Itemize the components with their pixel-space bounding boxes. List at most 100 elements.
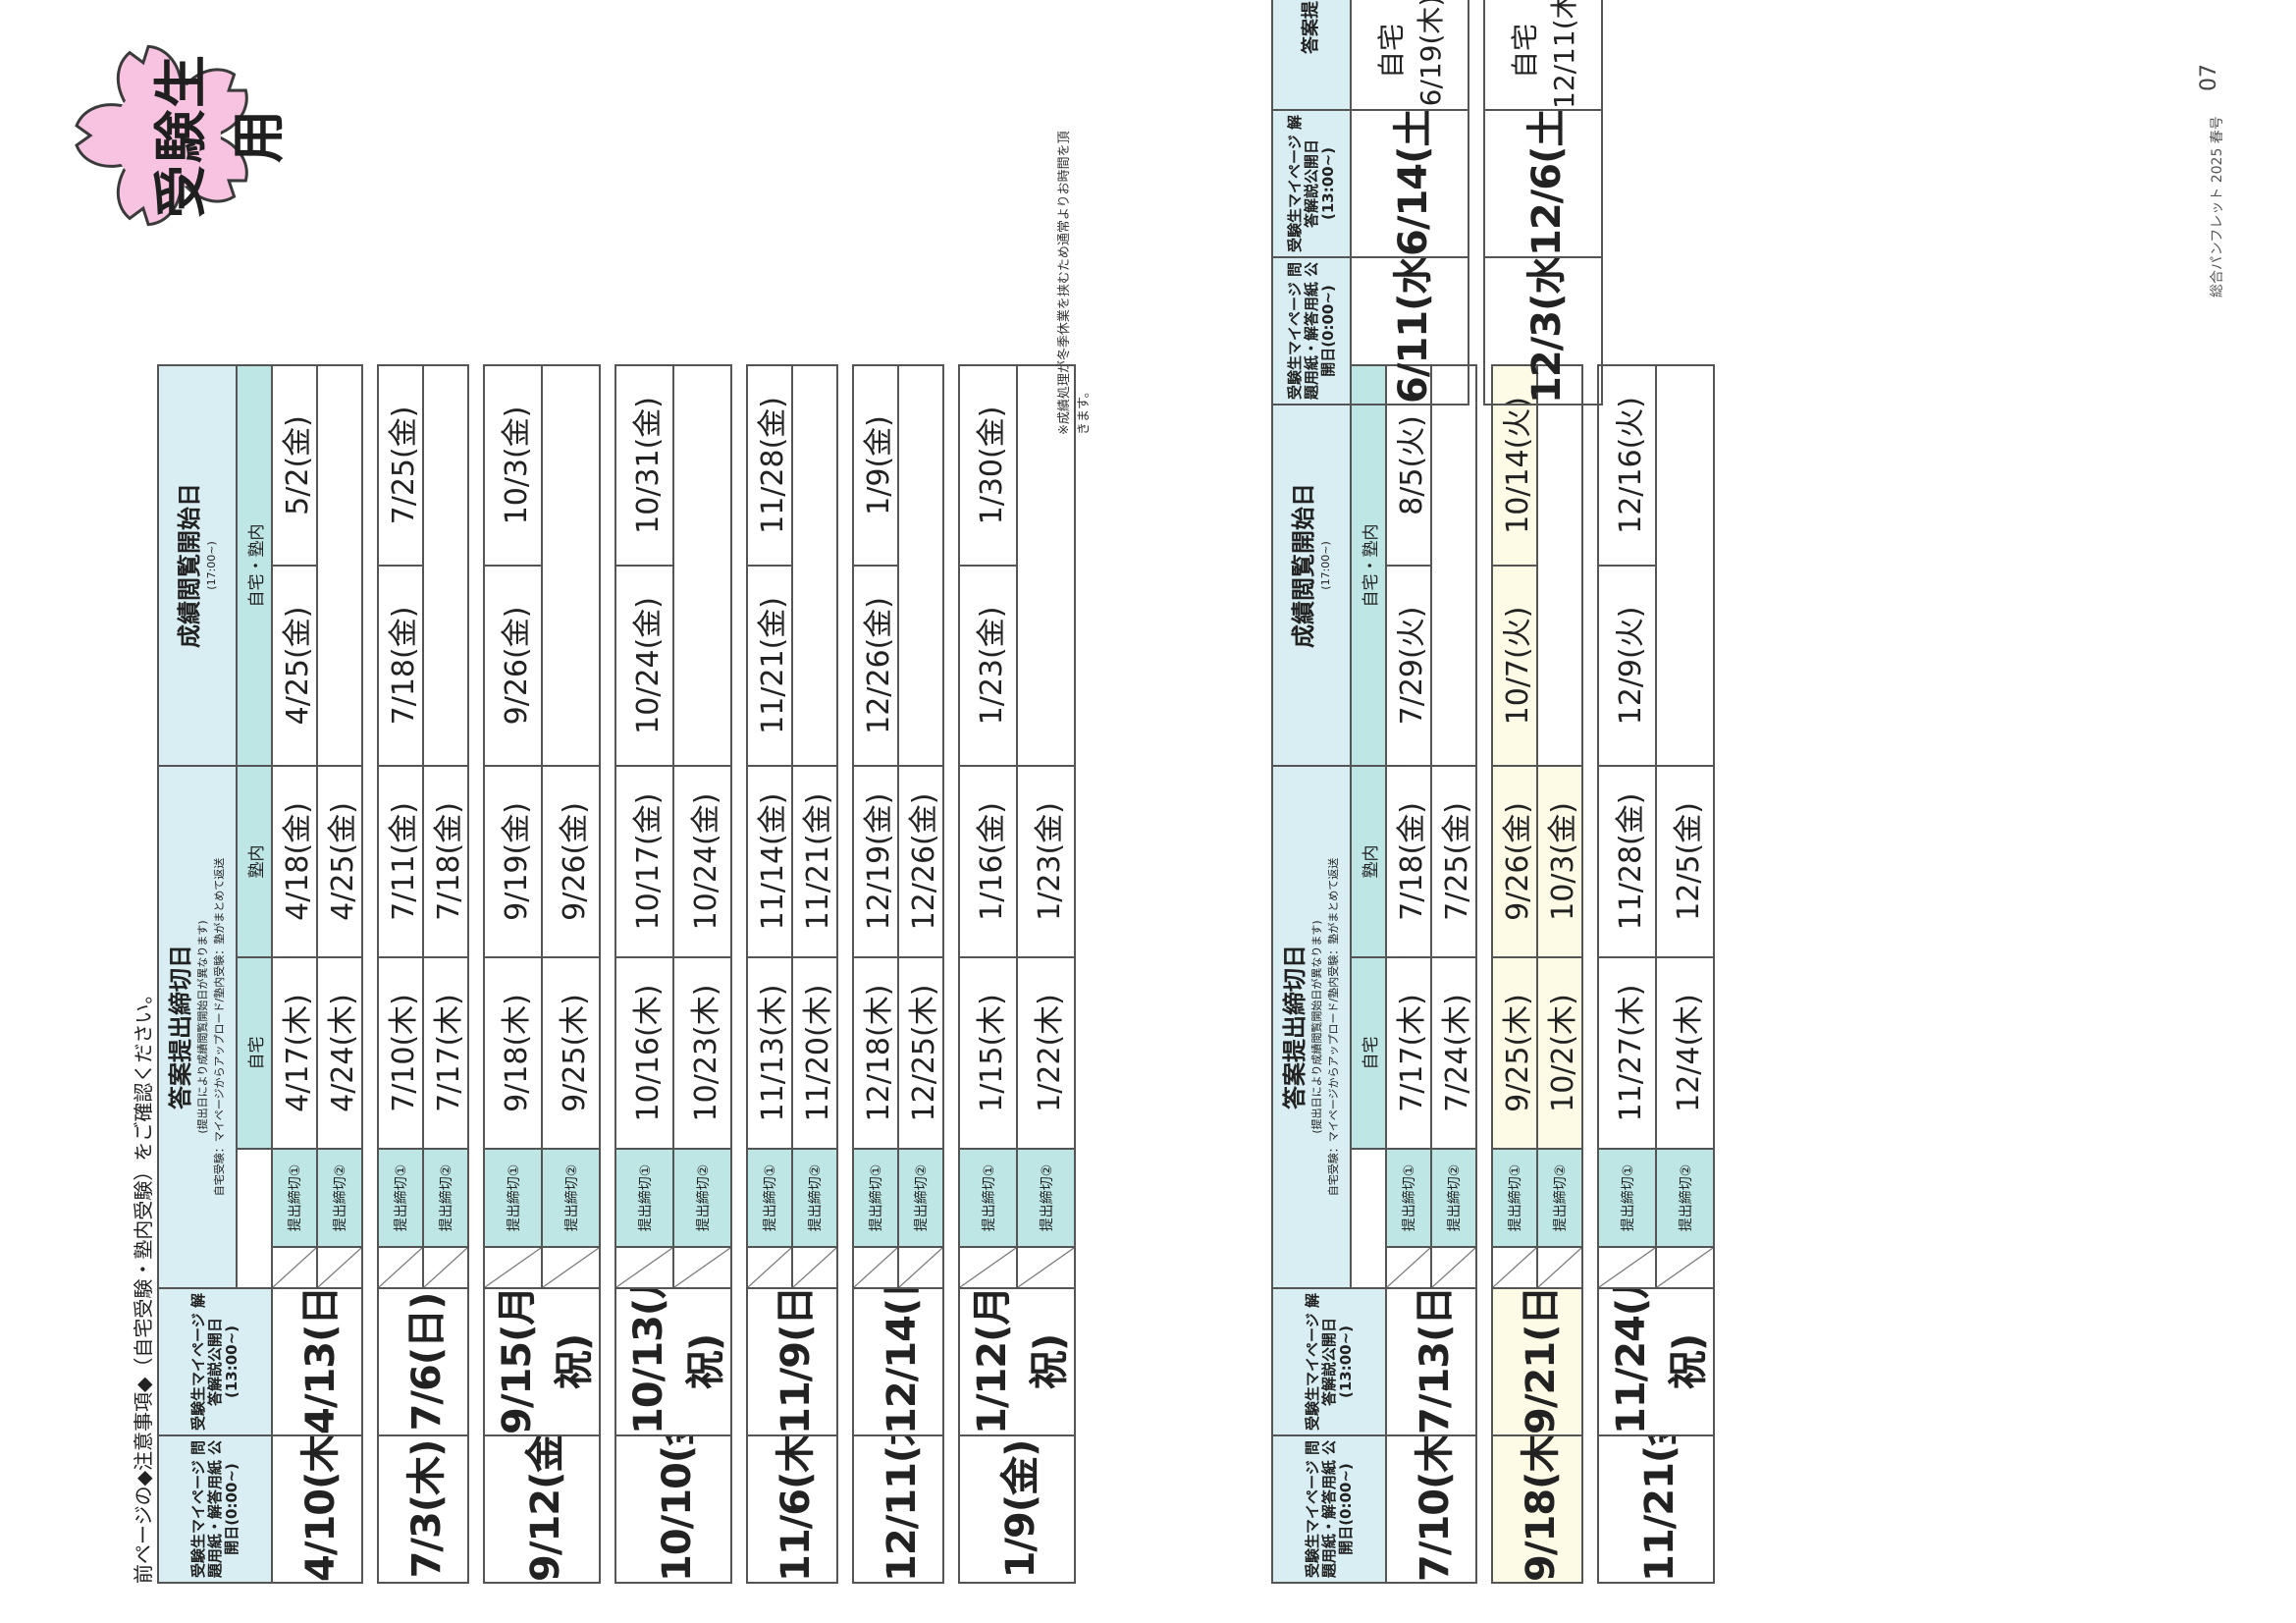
result-date-1: 4/25(金) (272, 565, 317, 766)
result-date-1: 12/26(金) (853, 565, 898, 766)
home-label: 自宅 (1375, 24, 1408, 80)
home-cutoff-1: 11/27(木) (1598, 957, 1656, 1149)
submit-note: 自宅受験：マイページからアップロード/塾内受験：塾がまとめて返送 (213, 857, 226, 1197)
header-result-2: 成績閲覧開始日 (17:00~) (1272, 364, 1351, 766)
juku-cutoff-1: 9/26(金) (1492, 765, 1537, 957)
result-date-1: 1/23(金) (959, 565, 1017, 766)
row-gap (837, 365, 853, 1583)
diagonal-cell (959, 1247, 1017, 1288)
diagonal-cell (853, 1247, 898, 1288)
header-problem-2: 受験生マイページ 問題用紙・解答用紙 公開日(0:00~) (1272, 1435, 1386, 1583)
row-gap (1468, 0, 1484, 405)
result-date-1: 11/21(金) (747, 565, 792, 766)
blank-cell (423, 364, 468, 766)
diagonal-cell (1386, 1247, 1431, 1288)
header-answer: 受験生マイページ 解答解説公開日 (13:00~) (158, 1288, 272, 1435)
juku-cutoff-1: 1/16(金) (959, 765, 1017, 957)
answer-date: 1/12(月祝) (959, 1288, 1075, 1435)
row-gap (943, 365, 959, 1583)
juku-cutoff-1: 7/18(金) (1386, 765, 1431, 957)
badge-text: 受験生用 (150, 53, 290, 218)
result-date-2: 12/16(火) (1598, 364, 1656, 566)
result-date-2: 10/3(金) (484, 364, 542, 566)
cutoff-1-label: 提出締切① (1598, 1149, 1656, 1247)
header-answer-3: 受験生マイページ 解答解説公開日 (13:00~) (1272, 110, 1351, 257)
home-cutoff-1: 1/15(木) (959, 957, 1017, 1149)
publish-date: 12/11(木) (853, 1435, 943, 1583)
row-gap (600, 365, 615, 1583)
cutoff-2-label: 提出締切② (1431, 1149, 1476, 1247)
submit-title: 答案提出締切日 (167, 944, 194, 1109)
blank-cell (1351, 1149, 1386, 1288)
cutoff-1-label: 提出締切① (484, 1149, 542, 1247)
home-cutoff-1: 9/25(木) (1492, 957, 1537, 1149)
home-cutoff-2: 12/25(木) (898, 957, 943, 1149)
diagonal-cell (673, 1247, 731, 1288)
pamphlet-title: 総合パンフレット 2025 春号 (2210, 116, 2225, 298)
header-submit-3: 答案提出締切日 (1272, 0, 1351, 110)
result-title-2: 成績閲覧開始日 (1289, 482, 1317, 648)
home-cutoff-1: 10/16(木) (615, 957, 673, 1149)
cutoff-1-label: 提出締切① (1492, 1149, 1537, 1247)
publish-date: 12/3(水) (1484, 257, 1602, 405)
header-submit: 答案提出締切日 (提出日により成績閲覧開始日が異なります) 自宅受験：マイページ… (158, 765, 237, 1288)
blank-cell (317, 364, 362, 766)
diagonal-cell (898, 1247, 943, 1288)
diagonal-cell (272, 1247, 317, 1288)
col-home-2: 自宅 (1351, 957, 1386, 1149)
submit-title-2: 答案提出締切日 (1281, 944, 1308, 1109)
answer-date: 7/13(日) (1386, 1288, 1476, 1435)
publish-date: 4/10(木) (272, 1435, 362, 1583)
result-date-2: 1/9(金) (853, 364, 898, 566)
diagonal-cell (378, 1247, 423, 1288)
juku-cutoff-1: 12/19(金) (853, 765, 898, 957)
header-submit-2: 答案提出締切日 (提出日により成績閲覧開始日が異なります) 自宅受験：マイページ… (1272, 765, 1351, 1288)
juku-cutoff-1: 10/17(金) (615, 765, 673, 957)
row-gap (1476, 365, 1492, 1583)
col-juku: 塾内 (237, 765, 272, 957)
header-answer-2: 受験生マイページ 解答解説公開日 (13:00~) (1272, 1288, 1386, 1435)
jukensei-badge: 受験生用 (69, 37, 290, 234)
home-cutoff-1: 9/18(木) (484, 957, 542, 1149)
juku-cutoff-2: 12/26(金) (898, 765, 943, 957)
home-cutoff-2: 7/24(木) (1431, 957, 1476, 1149)
juku-cutoff-2: 10/3(金) (1537, 765, 1582, 957)
diagonal-cell (542, 1247, 600, 1288)
home-cutoff-1: 4/17(木) (272, 957, 317, 1149)
cutoff-2-label: 提出締切② (1537, 1149, 1582, 1247)
blank-cell (792, 364, 837, 766)
cutoff-2-label: 提出締切② (1656, 1149, 1714, 1247)
juku-cutoff-1: 9/19(金) (484, 765, 542, 957)
result-date-1: 10/24(金) (615, 565, 673, 766)
home-cutoff-2: 10/23(木) (673, 957, 731, 1149)
row-gap (731, 365, 747, 1583)
blank-cell (237, 1149, 272, 1288)
cutoff-1-label: 提出締切① (959, 1149, 1017, 1247)
answer-date: 6/14(土) (1351, 110, 1468, 257)
row-gap (1582, 365, 1598, 1583)
page-number: 07 (2197, 64, 2221, 91)
juku-cutoff-2: 12/5(金) (1656, 765, 1714, 957)
col-both-2: 自宅・塾内 (1351, 364, 1386, 766)
cutoff-1-label: 提出締切① (615, 1149, 673, 1247)
result-date-2: 1/30(金) (959, 364, 1017, 566)
result-time-2: (17:00~) (1318, 541, 1332, 590)
header-result: 成績閲覧開始日 (17:00~) (158, 364, 237, 766)
row-gap (362, 365, 378, 1583)
diagonal-cell (1017, 1247, 1075, 1288)
diagonal-cell (1492, 1247, 1537, 1288)
blank-cell (1431, 364, 1476, 766)
home-cutoff-2: 4/24(木) (317, 957, 362, 1149)
publish-date: 9/12(金) (484, 1435, 600, 1583)
blank-cell (1017, 364, 1075, 766)
caution-note: 前ページの◆注意事項◆（自宅受験・塾内受験）をご確認ください。 (132, 984, 155, 1584)
result-date-1: 9/26(金) (484, 565, 542, 766)
publish-date: 11/6(木) (747, 1435, 837, 1583)
home-label: 自宅 (1509, 24, 1541, 80)
schedule-table-3: 受験生マイページ 問題用紙・解答用紙 公開日(0:00~)受験生マイページ 解答… (1271, 0, 1603, 406)
juku-cutoff-2: 10/24(金) (673, 765, 731, 957)
table-row: 6/11(水)6/14(土)自宅6/19(木)塾内6/20(金)塾生個人申込(面… (1351, 0, 1468, 405)
